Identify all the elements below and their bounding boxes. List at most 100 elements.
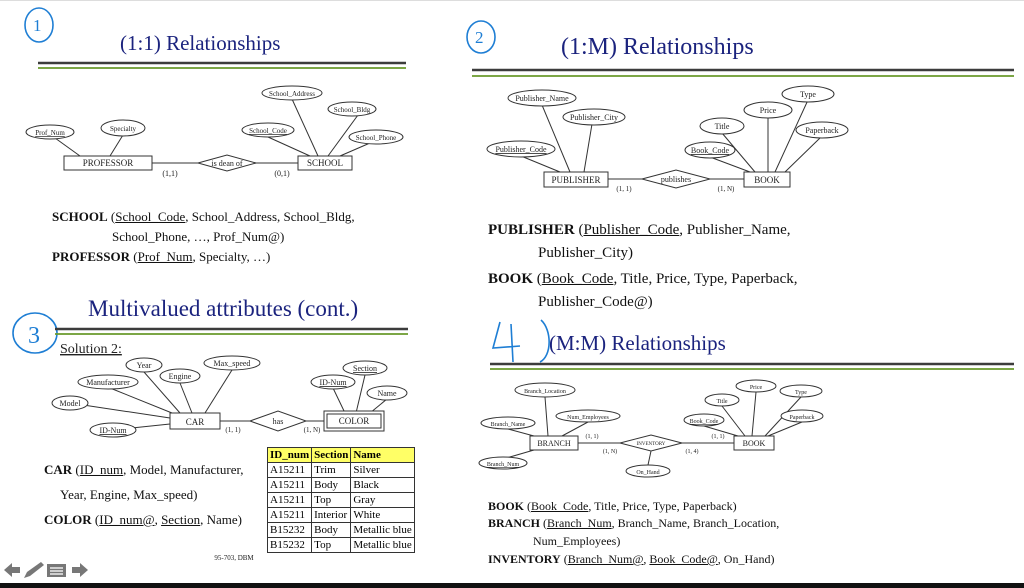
handwritten-marker-2: 2 [475,28,484,47]
arrow-right-icon[interactable] [72,563,88,577]
attr-school-bldg: School_Bldg [334,106,371,114]
panel1-schema-line3: PROFESSOR (Prof_Num, Specialty, …) [52,249,271,264]
cardinality-branch-2: (1, N) [603,448,617,455]
handwritten-circle-1 [24,7,54,43]
table-cell: Top [311,537,352,553]
attr-price: Price [760,106,777,115]
panel2-title: (1:M) Relationships [561,34,754,60]
panel-1: 1 (1:1) Relationships School_Address Sch… [24,7,406,178]
attr-branch-num: Branch_Num [487,462,520,468]
pen-icon[interactable] [24,562,44,578]
table-cell: Top [311,492,352,508]
panel1-schema-line2: School_Phone, …, Prof_Num@) [112,229,285,244]
attr-price: Price [750,385,763,391]
schema-key: Book_Code@ [649,552,718,566]
table-cell: A15211 [266,492,313,508]
panel4-schema-line3: Num_Employees) [533,534,621,548]
entity-color: COLOR [339,416,370,426]
handwritten-marker-4 [491,319,550,363]
attr-school-phone: School_Phone [356,134,396,142]
attr-branch-location: Branch_Location [524,389,566,395]
schema-rest: , Branch_Name, Branch_Location, [611,516,780,530]
schema-key: Prof_Num [137,249,193,264]
panel3-title: Multivalued attributes (cont.) [88,296,358,321]
handwritten-marker-1: 1 [33,16,42,35]
panel1-title: (1:1) Relationships [120,31,280,55]
attr-on-hand: On_Hand [636,470,659,476]
schema-rest: , Publisher_Name, [679,222,791,238]
panel-2: 2 (1:M) Relationships Publisher_Name Pub… [466,20,1014,193]
solution-label: Solution 2: [60,342,122,357]
cardinality-book: (1, N) [718,185,735,193]
schema-entity: INVENTORY [488,552,561,566]
panel3-schema-line2: Year, Engine, Max_speed) [60,487,198,502]
attr-branch-name: Branch_Name [491,422,526,428]
attr-book-code: Book_Code [690,419,719,425]
panel2-schema-line1: PUBLISHER (Publisher_Code, Publisher_Nam… [488,222,791,238]
schema-key: Book_Code [541,271,614,287]
cardinality-professor: (1,1) [162,169,178,178]
relationship-is-dean-of: is dean of [211,159,242,168]
attr-color-id-num: ID-Num [319,378,347,387]
panel1-schema-line1: SCHOOL (School_Code, School_Address, Sch… [52,209,355,224]
top-border [0,0,1024,1]
arrow-left-icon[interactable] [4,563,20,577]
table-header: Section [311,447,352,463]
schema-entity: CAR [44,462,73,477]
panel3-schema-line1: CAR (ID_num, Model, Manufacturer, [44,462,244,477]
schema-entity: PROFESSOR [52,249,131,264]
attr-book-code: Book_Code [691,146,730,155]
panel2-schema-line2: Publisher_City) [538,245,634,261]
attr-paperback: Paperback [805,126,838,135]
entity-car: CAR [186,417,205,427]
panel-3: 3 Multivalued attributes (cont.) Solutio… [12,296,408,562]
cardinality-branch-1: (1, 1) [586,433,599,440]
cardinality-school: (0,1) [274,169,290,178]
schema-key: ID_num@ [99,512,155,527]
table-cell: Body [311,477,352,493]
toolbar-menu-icon[interactable] [47,564,66,577]
attr-name: Name [377,389,397,398]
table-cell: Metallic blue [350,522,415,538]
attr-engine: Engine [169,372,192,381]
schema-key: Section [161,512,201,527]
schema-rest: , Specialty, …) [192,249,271,264]
attr-model: Model [60,399,82,408]
table-cell: Gray [350,492,415,508]
schema-rest: , On_Hand) [717,552,775,566]
schema-rest: , School_Address, School_Bldg, [185,209,355,224]
attr-paperback: Paperback [790,415,815,421]
schema-key: School_Code [115,209,186,224]
entity-book: BOOK [743,439,766,448]
schema-entity: BOOK [488,271,534,287]
panel2-schema-line4: Publisher_Code@) [538,294,653,310]
table-cell: Black [350,477,415,493]
table-cell: A15211 [266,477,313,493]
table-cell: A15211 [266,507,313,523]
table-cell: Body [311,522,352,538]
schema-rest: , Name) [200,512,242,527]
table-cell: Silver [350,462,415,478]
cardinality-book-2: (1, 4) [686,448,699,455]
handwritten-circle-3 [12,312,58,354]
attr-num-employees: Num_Employees [567,415,609,421]
schema-rest: , Title, Price, Type, Paperback) [588,499,737,513]
attr-type: Type [800,90,816,99]
panel3-schema-line3: COLOR (ID_num@, Section, Name) [44,512,242,527]
cardinality-color: (1, N) [304,426,321,434]
entity-school: SCHOOL [307,158,343,168]
cardinality-book-1: (1, 1) [712,433,725,440]
handwritten-circle-2 [466,20,496,54]
schema-key: Branch_Num [547,516,612,530]
panel4-schema-line4: INVENTORY (Branch_Num@, Book_Code@, On_H… [488,552,775,566]
schema-rest: , Model, Manufacturer, [123,462,244,477]
table-header-row: ID_num Section Name [266,447,415,463]
attr-car-id-num: ID-Num [99,426,127,435]
panel2-schema-line3: BOOK (Book_Code, Title, Price, Type, Pap… [488,271,798,287]
